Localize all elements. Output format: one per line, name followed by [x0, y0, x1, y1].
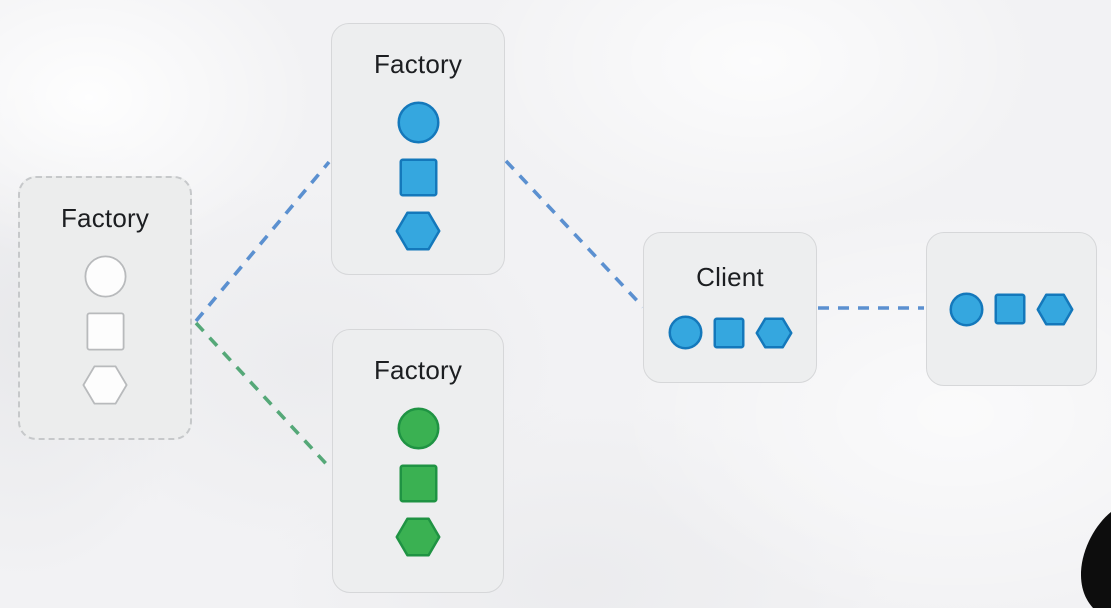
circle-shape-icon — [397, 407, 439, 450]
hexagon-shape-icon — [82, 365, 128, 405]
node-label: Factory — [373, 49, 463, 79]
circle-shape-icon — [668, 315, 702, 350]
shape-group — [82, 255, 128, 405]
circle-shape-icon — [949, 292, 984, 326]
square-shape-icon — [713, 317, 744, 348]
node-label: Factory — [373, 355, 463, 385]
square-shape-icon — [399, 464, 437, 503]
hexagon-shape-icon — [755, 317, 792, 348]
node-products-output — [926, 232, 1097, 386]
node-factory-green: Factory — [332, 329, 504, 593]
square-shape-icon — [85, 312, 125, 351]
square-shape-icon — [399, 158, 437, 197]
presenter-silhouette-icon — [1080, 512, 1111, 608]
node-factory-abstract: Factory — [18, 176, 192, 440]
node-factory-blue: Factory — [331, 23, 505, 275]
hexagon-shape-icon — [395, 211, 441, 251]
connector-abstract-to-green-factory — [194, 321, 332, 470]
connector-blue-factory-to-client — [504, 159, 645, 309]
square-shape-icon — [994, 293, 1026, 325]
node-label: Factory — [60, 203, 150, 233]
hexagon-shape-icon — [395, 517, 441, 557]
connector-abstract-to-blue-factory — [194, 160, 331, 323]
shape-group — [949, 292, 1074, 327]
node-client: Client — [643, 232, 817, 383]
shape-group — [395, 101, 441, 251]
shape-group — [395, 407, 441, 557]
hexagon-shape-icon — [1036, 293, 1074, 325]
circle-shape-icon — [397, 101, 439, 144]
circle-shape-icon — [83, 255, 127, 298]
node-label: Client — [696, 262, 764, 292]
shape-group — [668, 315, 793, 350]
